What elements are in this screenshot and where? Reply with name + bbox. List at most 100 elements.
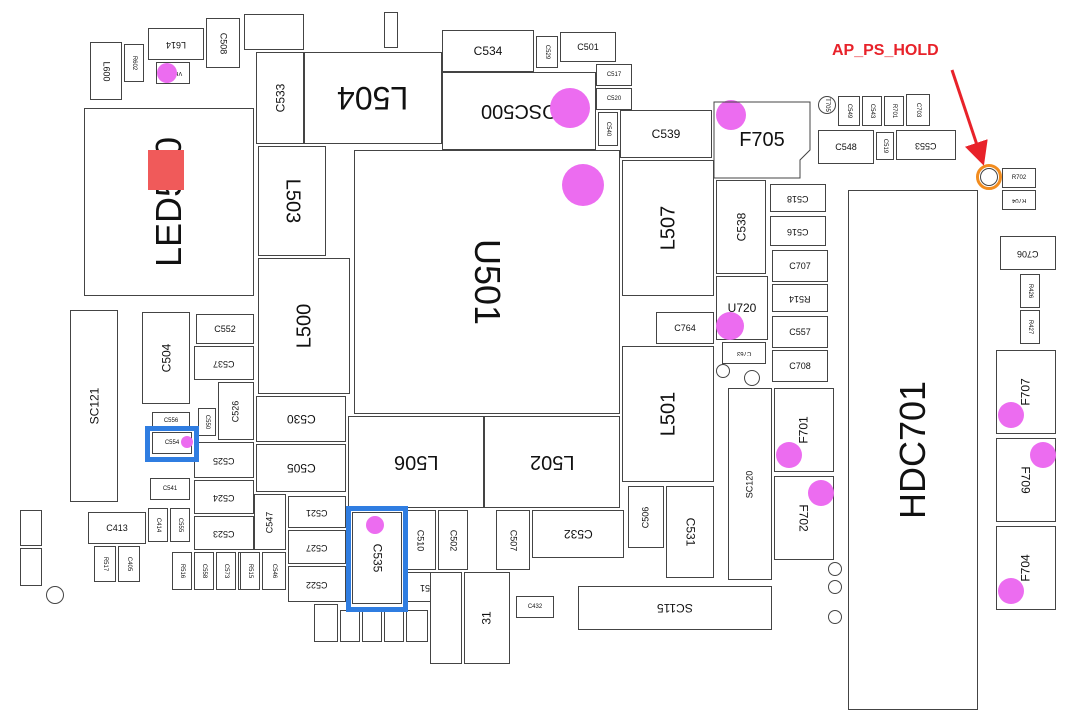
component-R516: R516 — [172, 552, 192, 590]
component-C517: C517 — [596, 64, 632, 86]
component-C549: C549 — [838, 96, 860, 126]
component-C516: C516 — [770, 216, 826, 246]
component-L502: L502 — [484, 416, 620, 508]
probe-dot — [366, 516, 384, 534]
component-label: C432 — [527, 604, 543, 610]
component-blank-top — [244, 14, 304, 50]
component-L507: L507 — [622, 160, 714, 296]
component-label: C501 — [577, 41, 599, 52]
component-C553: C553 — [896, 130, 956, 160]
component-blank-pad — [20, 510, 42, 546]
component-blank-pad — [430, 572, 462, 664]
test-point — [46, 586, 64, 604]
component-C557: C557 — [772, 316, 828, 348]
component-T705: T705 — [818, 96, 836, 114]
component-label: C548 — [835, 141, 857, 152]
component-L500: L500 — [258, 258, 350, 394]
component-C529: C529 — [536, 36, 558, 68]
component-L501: L501 — [622, 346, 714, 482]
component-R514: R514 — [772, 284, 828, 312]
probe-dot — [181, 436, 193, 448]
component-C703: C703 — [906, 94, 930, 126]
test-point — [828, 610, 842, 624]
component-C526: C526 — [218, 382, 254, 440]
component-SC120: SC120 — [728, 388, 772, 580]
component-C764: C764 — [656, 312, 714, 344]
component-R702: R702 — [1002, 168, 1036, 188]
highlight-box-C554 — [145, 426, 199, 462]
component-R517: R517 — [94, 546, 116, 582]
component-label: U720 — [727, 301, 757, 315]
test-point — [828, 580, 842, 594]
component-C530: C530 — [256, 396, 346, 442]
component-C558: C558 — [194, 552, 214, 590]
component-C540: C540 — [598, 112, 618, 146]
component-C523: C523 — [194, 516, 254, 550]
component-R515: R515 — [240, 552, 260, 590]
highlight-ring-AP_PS_HOLD — [976, 164, 1002, 190]
component-C519: C519 — [876, 132, 894, 160]
component-R427: R427 — [1020, 310, 1040, 344]
component-label: C520 — [606, 96, 622, 102]
component-SC115: SC115 — [578, 586, 772, 630]
component-C527: C527 — [288, 530, 346, 564]
component-L504: L504 — [304, 52, 442, 144]
component-F705: F705 — [714, 102, 810, 178]
component-blank-pad — [20, 548, 42, 586]
annotation-label: AP_PS_HOLD — [832, 42, 939, 59]
component-LED500: LED500 — [84, 108, 254, 296]
component-C707: C707 — [772, 250, 828, 282]
component-HDC701: HDC701 — [848, 190, 978, 710]
component-C533: C533 — [256, 52, 304, 144]
component-C708: C708 — [772, 350, 828, 382]
component-label: C554 — [164, 440, 180, 446]
component-C502: C502 — [438, 510, 468, 570]
component-C547: C547 — [254, 494, 286, 550]
component-SC121: SC121 — [70, 310, 118, 502]
component-R704: R704 — [1002, 190, 1036, 210]
component-C537: C537 — [194, 346, 254, 380]
component-C552: C552 — [196, 314, 254, 344]
component-C573: C573 — [216, 552, 236, 590]
component-C543: C543 — [862, 96, 882, 126]
annotation-arrow — [950, 69, 988, 166]
component-C504: C504 — [142, 312, 190, 404]
component-C538: C538 — [716, 180, 766, 274]
test-point — [716, 364, 730, 378]
component-C525: C525 — [194, 442, 254, 478]
test-point — [828, 562, 842, 576]
component-label: C534 — [473, 44, 503, 58]
component-label: R702 — [1011, 175, 1027, 181]
component-outline-F705 — [713, 101, 811, 179]
component-C763: C763 — [722, 342, 766, 364]
component-label: C764 — [674, 322, 696, 333]
probe-dot — [716, 100, 746, 130]
component-C524: C524 — [194, 480, 254, 514]
component-C518: C518 — [770, 184, 826, 212]
component-C521: C521 — [288, 496, 346, 528]
component-C520: C520 — [596, 88, 632, 110]
component-C508: C508 — [206, 18, 240, 68]
component-C532: C532 — [532, 510, 624, 558]
component-blank-pad — [406, 610, 428, 642]
component-C414: C414 — [148, 508, 168, 542]
component-label: C708 — [789, 360, 811, 371]
component-L614: L614 — [148, 28, 204, 60]
component-blank-pad — [384, 12, 398, 48]
component-C432: C432 — [516, 596, 554, 618]
test-point — [744, 370, 760, 386]
component-label: C557 — [789, 326, 811, 337]
component-label: C517 — [606, 72, 622, 78]
led-marker — [148, 150, 184, 190]
component-C405: C405 — [118, 546, 140, 582]
component-R602: R602 — [124, 44, 144, 82]
component-C548: C548 — [818, 130, 874, 164]
probe-dot — [1030, 442, 1056, 468]
probe-dot — [716, 312, 744, 340]
component-C534: C534 — [442, 30, 534, 72]
probe-dot — [998, 578, 1024, 604]
component-C539: C539 — [620, 110, 712, 158]
component-C550: C550 — [198, 408, 216, 436]
